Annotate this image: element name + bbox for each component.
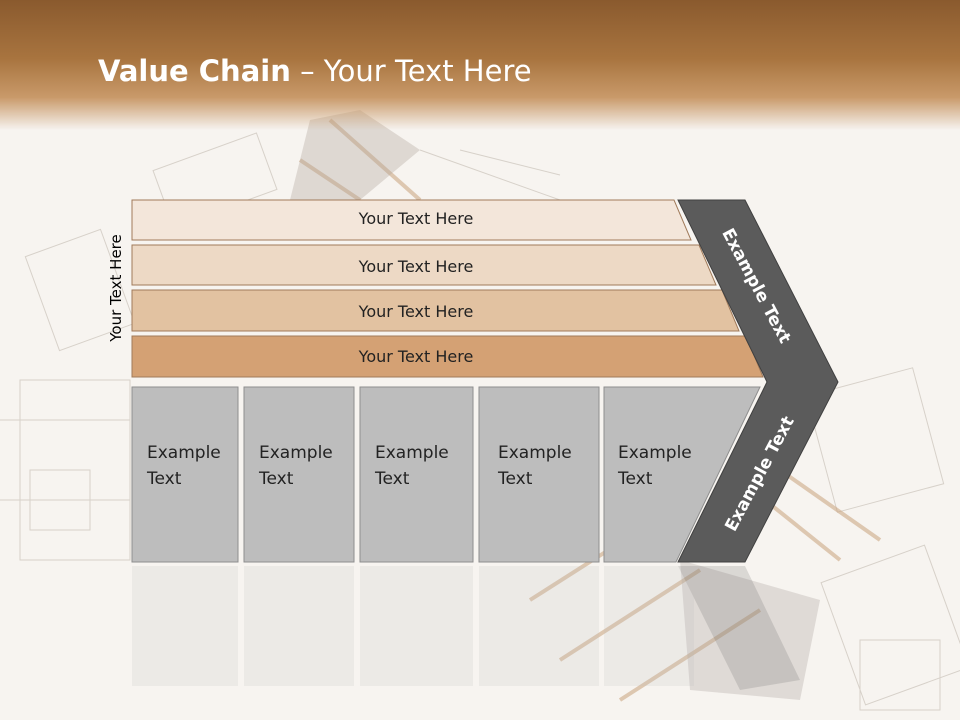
box-3-line2: Text [375, 469, 410, 489]
header-bar [0, 0, 960, 130]
box-2-line2: Text [259, 469, 294, 489]
box-1-line2: Text [147, 469, 182, 489]
box-4 [478, 386, 600, 563]
title-rest: – Your Text Here [290, 54, 532, 88]
band-1 [131, 199, 692, 241]
band-2 [131, 244, 717, 286]
band-4 [131, 335, 764, 378]
diagram-reflection [132, 566, 800, 690]
page-title: Value Chain – Your Text Here [98, 54, 532, 88]
band-3 [131, 289, 740, 332]
band-3-label: Your Text Here [358, 302, 474, 321]
box-1-line1: Example [147, 443, 221, 463]
box-3 [359, 386, 474, 563]
box-5-line2: Text [618, 469, 653, 489]
title-bold: Value Chain [98, 54, 291, 88]
box-4-line2: Text [498, 469, 533, 489]
box-1 [131, 386, 239, 563]
box-4-line1: Example [498, 443, 572, 463]
box-2-line1: Example [259, 443, 333, 463]
box-5-line1: Example [618, 443, 692, 463]
band-4-label: Your Text Here [358, 347, 474, 366]
box-5 [603, 386, 761, 563]
chevron-arrow [677, 199, 839, 563]
box-2 [243, 386, 355, 563]
band-2-label: Your Text Here [358, 257, 474, 276]
box-3-line1: Example [375, 443, 449, 463]
band-1-label: Your Text Here [358, 209, 474, 228]
